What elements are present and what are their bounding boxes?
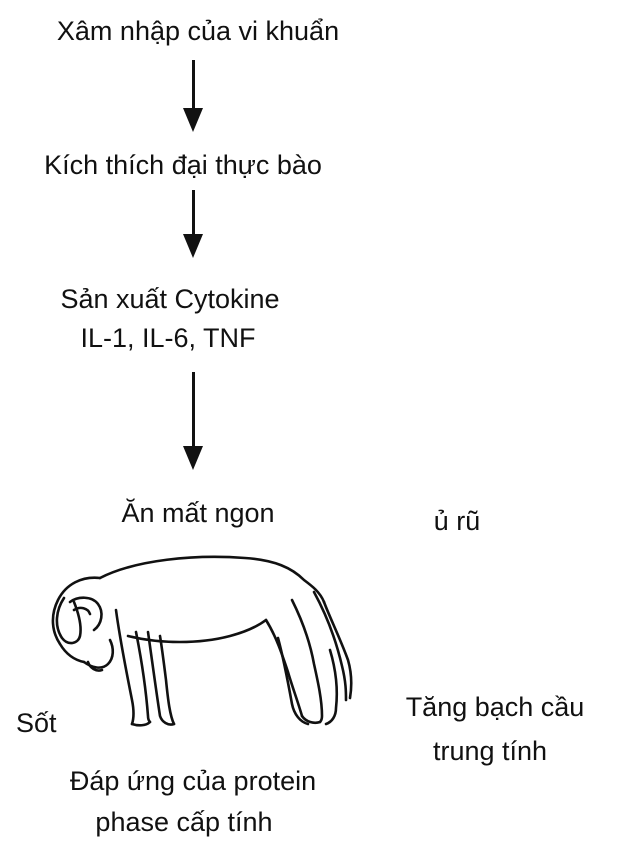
- step-bacterial-invasion: Xâm nhập của vi khuẩn: [57, 14, 339, 48]
- symptom-loss-of-appetite: Ăn mất ngon: [121, 496, 274, 530]
- acute-phase-response-line2: phase cấp tính: [95, 805, 272, 839]
- symptom-neutrophilia-line2: trung tính: [433, 734, 547, 768]
- symptom-neutrophilia-line1: Tăng bạch cầu: [406, 690, 585, 724]
- sick-dog-icon: [30, 540, 370, 740]
- step-cytokine-types: IL-1, IL-6, TNF: [80, 321, 255, 355]
- step-macrophage-stimulation: Kích thích đại thực bào: [44, 148, 322, 182]
- acute-phase-response-line1: Đáp ứng của protein: [70, 764, 316, 798]
- symptom-lethargy: ủ rũ: [434, 504, 481, 538]
- step-cytokine-production: Sản xuất Cytokine: [60, 282, 279, 316]
